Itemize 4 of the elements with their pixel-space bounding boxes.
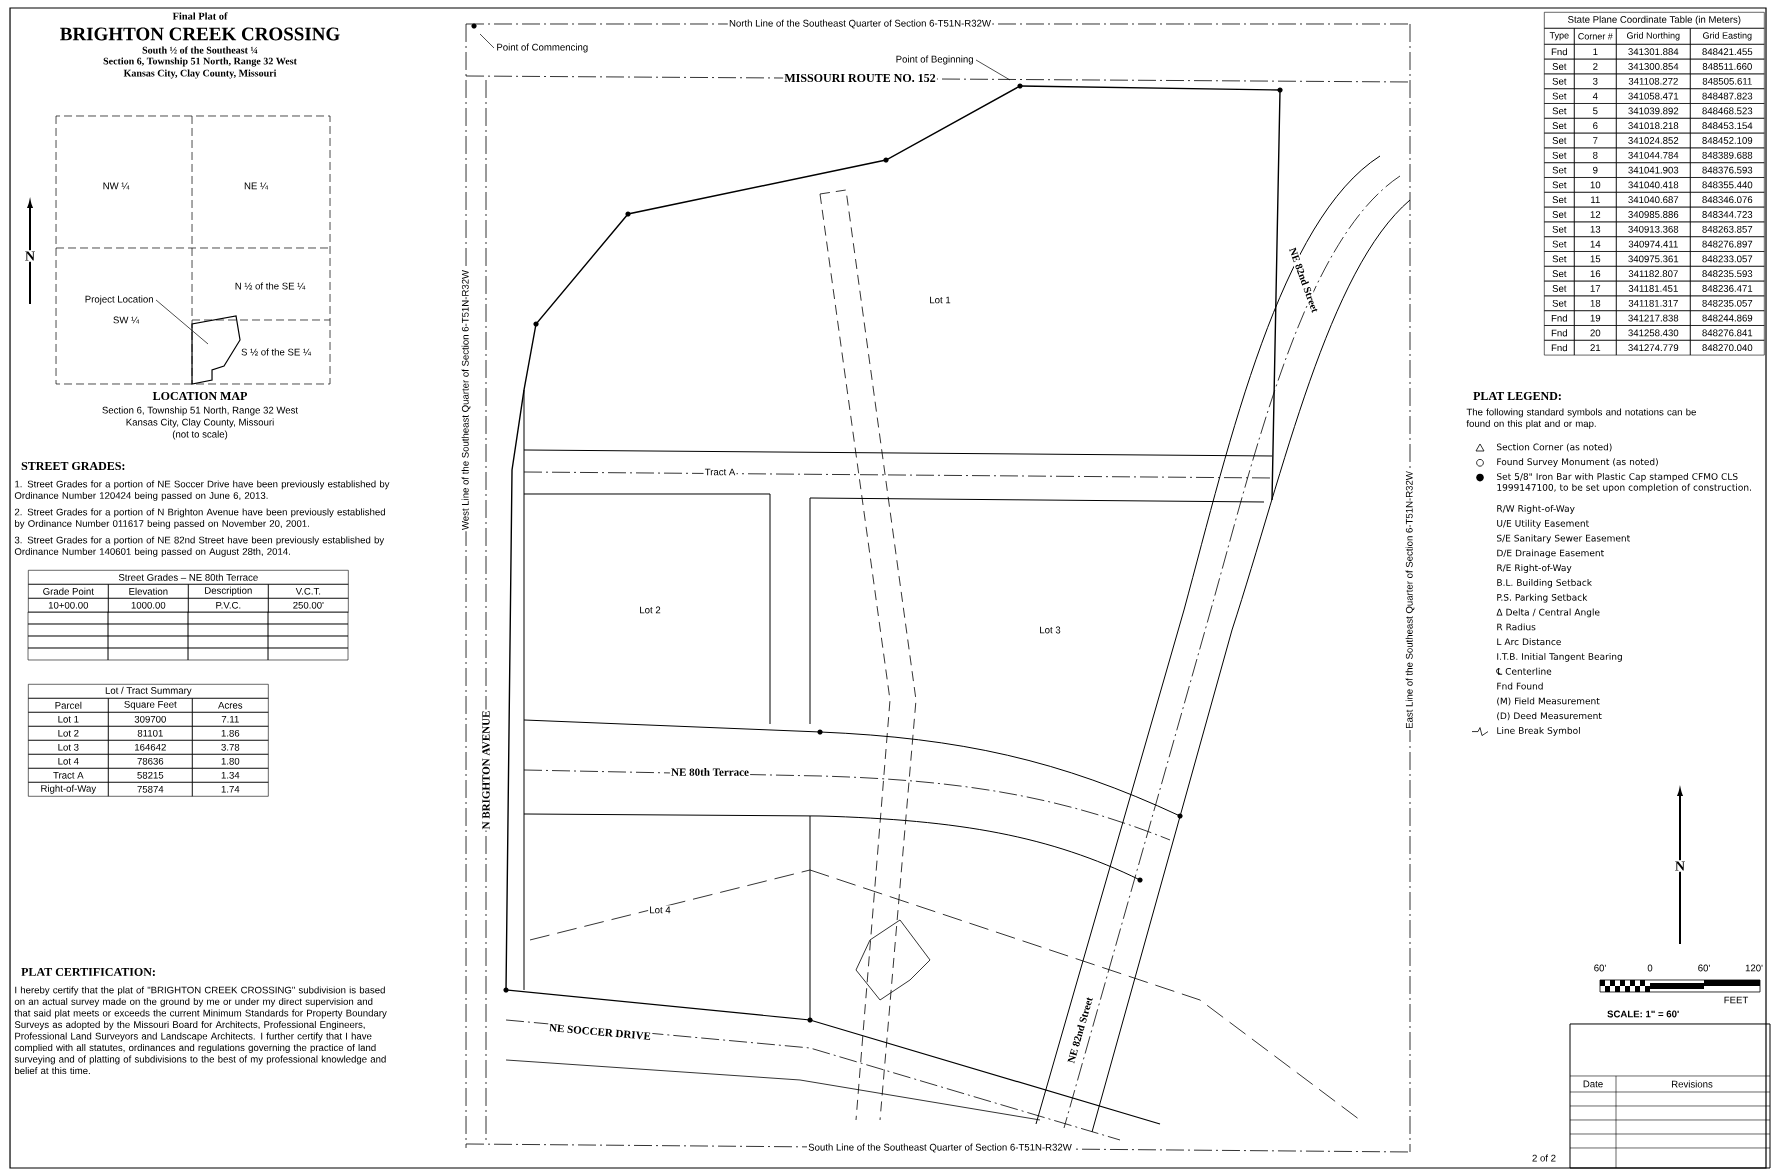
leader-line bbox=[975, 59, 1011, 81]
leader-line bbox=[155, 299, 209, 345]
leader-line bbox=[479, 33, 495, 49]
plat-title: BRIGHTON CREEK CROSSING bbox=[60, 27, 340, 41]
